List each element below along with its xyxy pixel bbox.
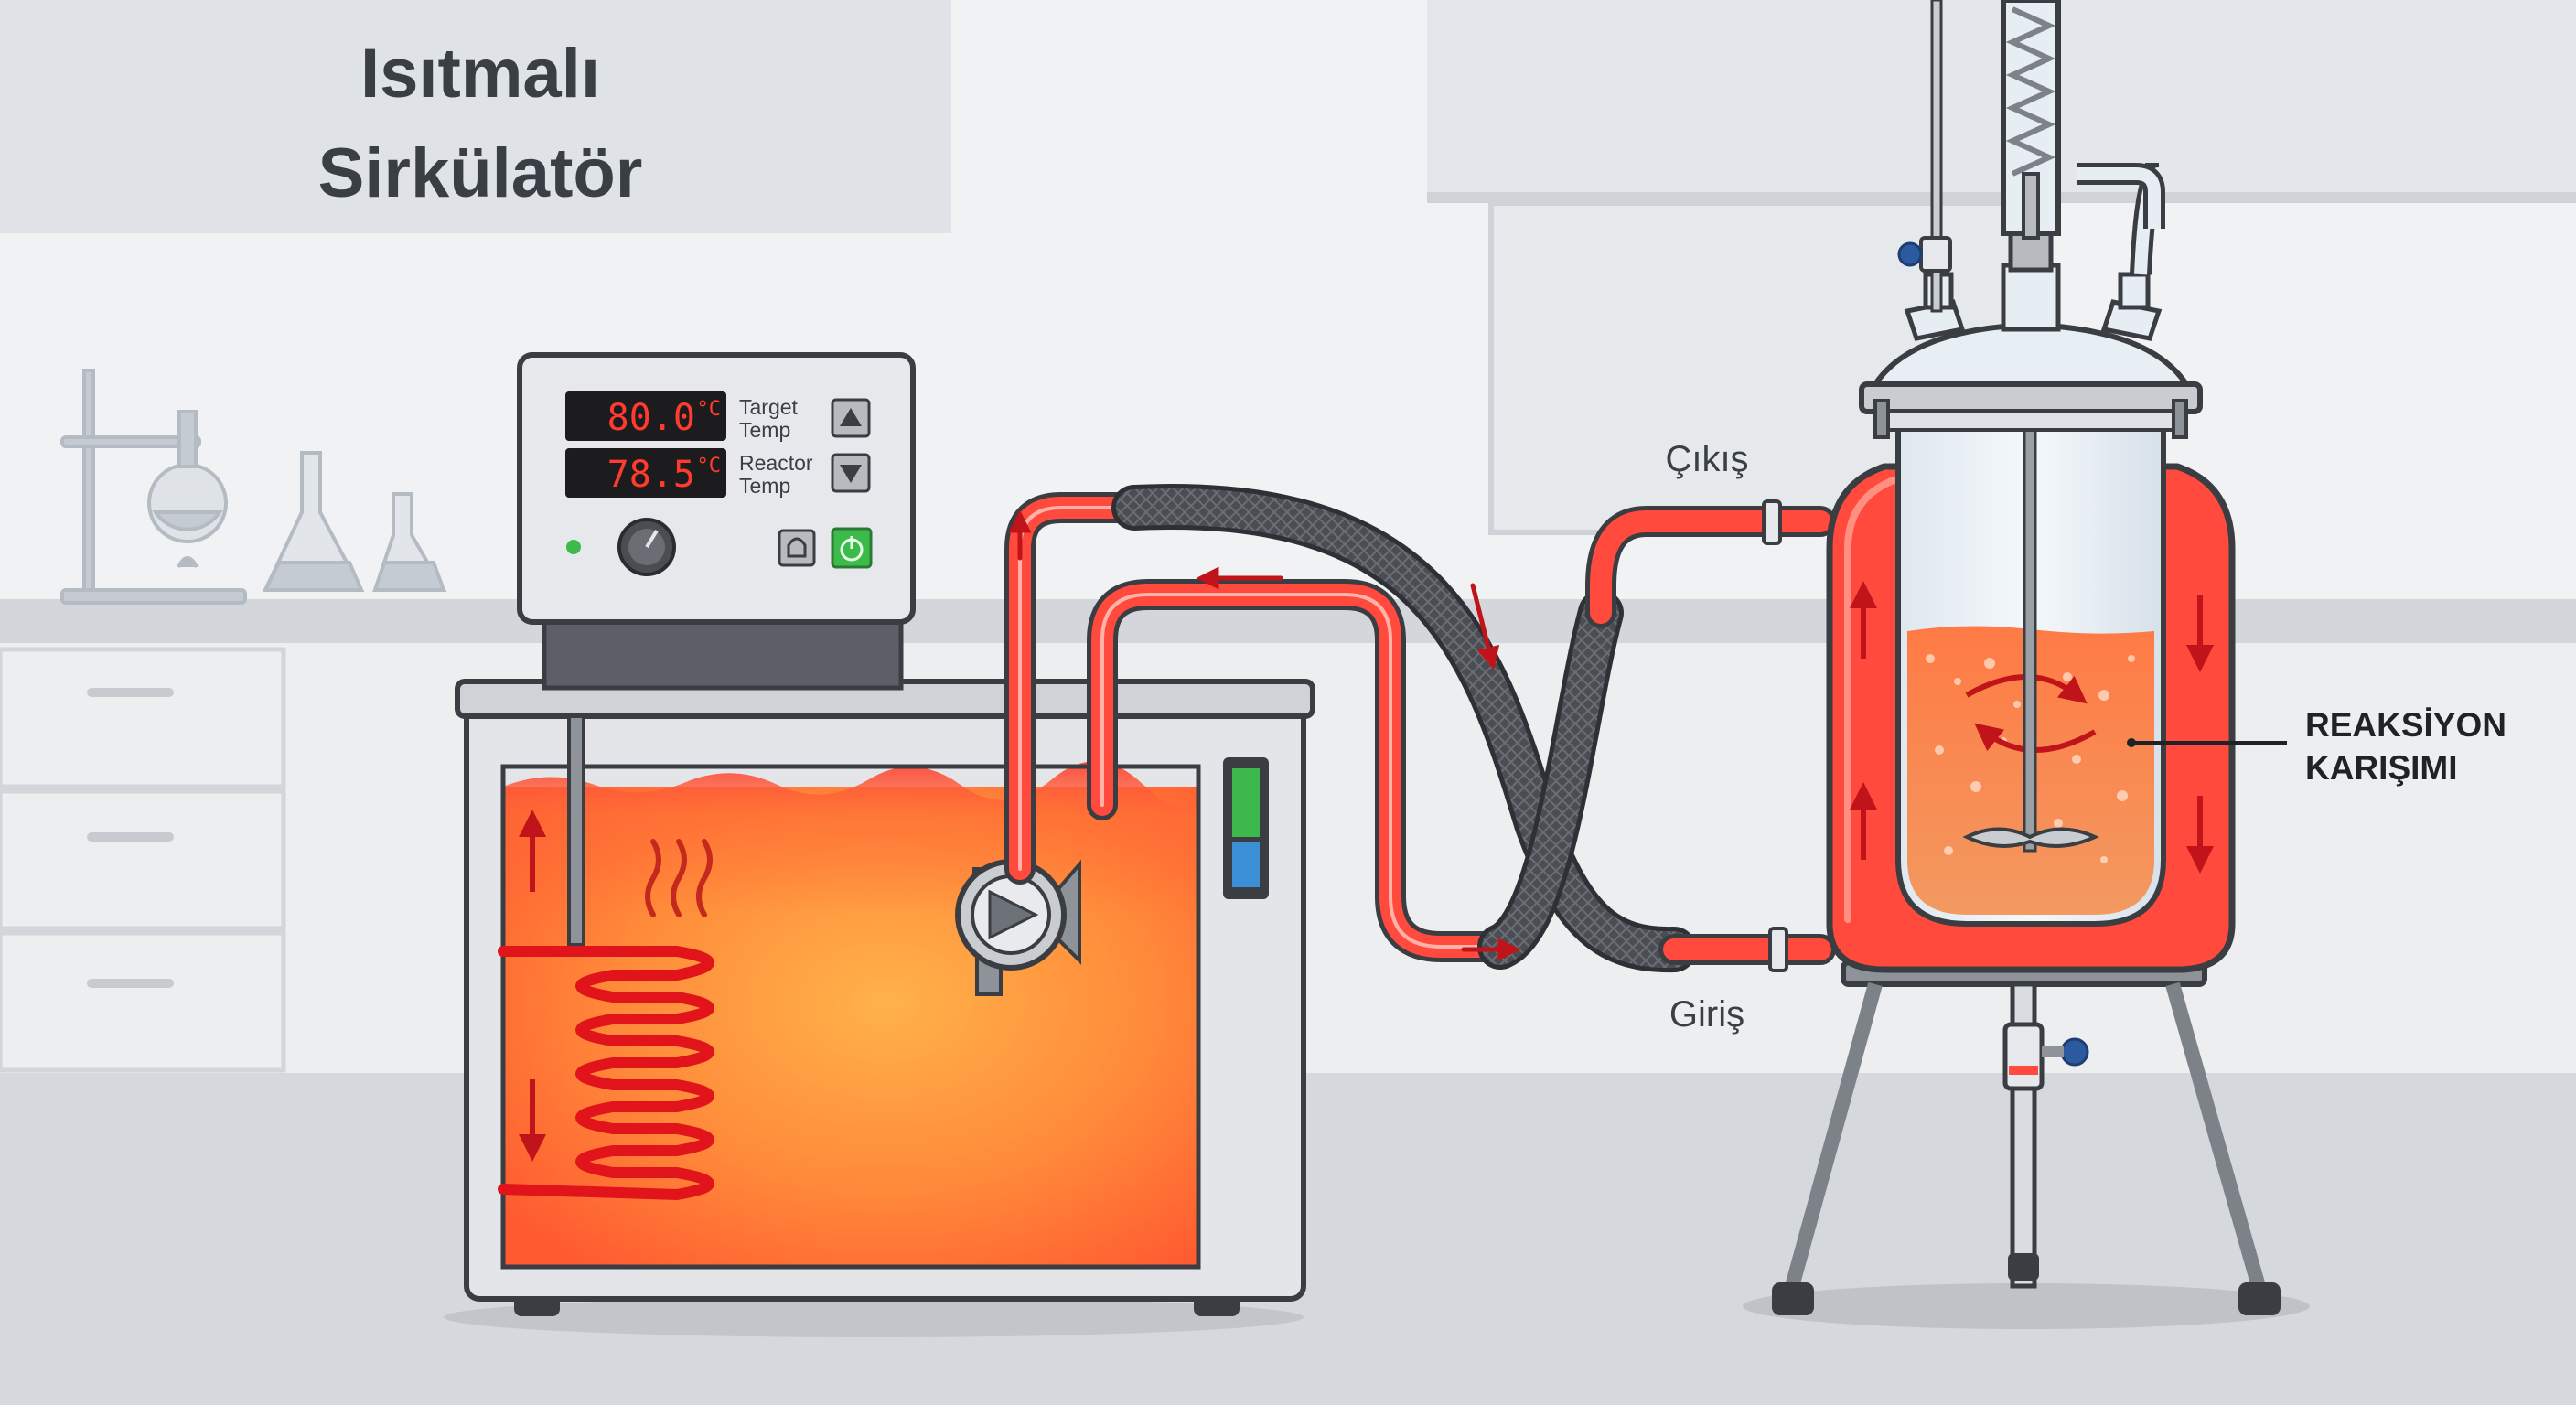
jacketed-reactor [1743, 0, 2310, 1329]
status-led [566, 540, 581, 554]
mixture-bubbles [1926, 654, 2135, 863]
reactor-temp-label-2: Temp [739, 474, 790, 498]
circulator-unit [444, 679, 1315, 1337]
reactor-temp-display [565, 448, 726, 498]
title-block: Isıtmalı Sirkülatör [318, 35, 643, 212]
alarm-icon[interactable] [778, 529, 816, 567]
title-line-1: Isıtmalı [360, 35, 600, 113]
target-temp-display [565, 391, 726, 441]
target-temp-label-1: Target [739, 395, 799, 419]
outlet-label: Çıkış [1665, 439, 1748, 479]
mixture-label-1: REAKSİYON [2305, 706, 2506, 744]
reactor-temp-label-1: Reactor [739, 451, 813, 475]
title-line-2: Sirkülatör [318, 134, 643, 212]
reflux-condenser [2001, 0, 2165, 275]
target-temp-unit: °C [697, 398, 722, 421]
controller-panel: 80.0 °C 78.5 °C Target Temp Reactor Temp [517, 352, 916, 691]
mixture-label-2: KARIŞIMI [2305, 749, 2458, 787]
circulation-lines [1004, 484, 1836, 973]
reactor-temp-value: 78.5 [607, 454, 695, 496]
heat-wave-icon [645, 839, 713, 917]
temperature-probe [1897, 0, 1952, 313]
heating-coil [498, 946, 714, 1201]
callout-labels: Çıkış Giriş REAKSİYON KARIŞIMI [1665, 439, 2506, 1035]
down-arrow-icon[interactable] [831, 453, 871, 493]
up-arrow-icon[interactable] [831, 398, 871, 438]
reactor-temp-unit: °C [697, 455, 722, 477]
target-temp-label-2: Temp [739, 418, 790, 442]
stirrer-shaft [1962, 327, 2099, 853]
target-temp-value: 80.0 [607, 397, 695, 439]
bottom-drain-valve[interactable] [2002, 981, 2089, 1289]
glassware-silhouettes [60, 369, 447, 605]
inlet-label: Giriş [1669, 994, 1744, 1035]
power-icon[interactable] [831, 527, 873, 569]
temperature-knob[interactable] [617, 518, 676, 576]
